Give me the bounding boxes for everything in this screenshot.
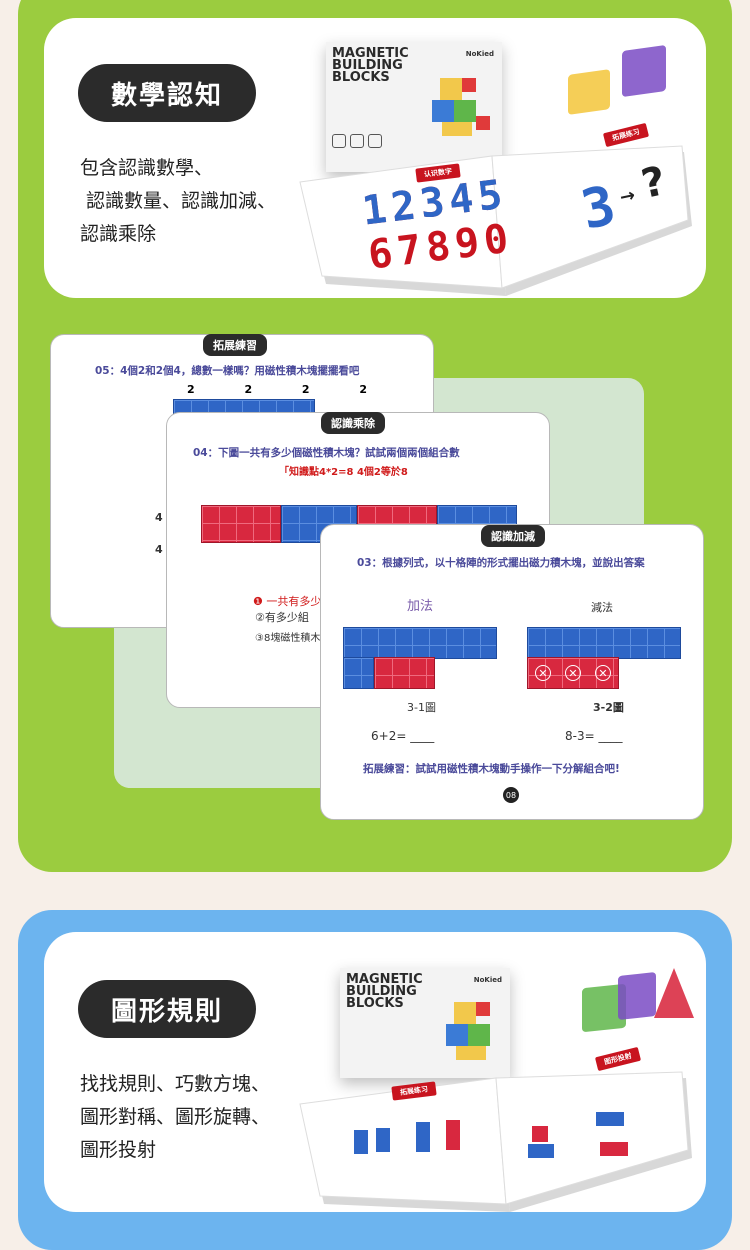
parrot-blocks-icon bbox=[446, 1002, 490, 1060]
figure-caption: 3-2圖 bbox=[593, 701, 624, 714]
worksheet-hint: 「知識點4*2=8 4個2等於8 bbox=[279, 467, 408, 478]
parrot-blocks-icon bbox=[432, 78, 490, 136]
shape-description: 找找規則、巧數方塊、 圖形對稱、圖形旋轉、 圖形投射 bbox=[80, 1068, 270, 1167]
worksheet-tag: 拓展練習 bbox=[203, 334, 267, 356]
shape-feature-card: 圖形規則 找找規則、巧數方塊、 圖形對稱、圖形旋轉、 圖形投射 MAGNETIC… bbox=[44, 932, 706, 1212]
shape-pill-label: 圖形規則 bbox=[78, 980, 256, 1038]
shape-book-illustration: MAGNETIC BUILDING BLOCKS NoKied bbox=[296, 948, 696, 1212]
math-book-illustration: MAGNETIC BUILDING BLOCKS NoKied bbox=[296, 36, 696, 298]
cover-title-line: BUILDING bbox=[346, 984, 417, 999]
row-label: 4 bbox=[155, 511, 163, 524]
math-pill-label: 數學認知 bbox=[78, 64, 256, 122]
brand-logo: NoKied bbox=[473, 976, 502, 984]
subtraction-label: 減法 bbox=[591, 601, 613, 614]
note-line: ②有多少組 bbox=[255, 611, 309, 624]
cover-badges bbox=[332, 134, 392, 156]
math-description: 包含認識數學、 認識數量、認識加減、 認識乘除 bbox=[80, 152, 276, 251]
cover-title-line: BUILDING bbox=[332, 58, 403, 73]
purple-cube-icon bbox=[618, 972, 656, 1020]
figure-caption: 3-1圖 bbox=[407, 701, 436, 714]
purple-cube-icon bbox=[622, 44, 666, 98]
worksheet-question: 05：4個2和2個4，總數一樣嗎？用磁性積木塊擺擺看吧 bbox=[95, 365, 360, 377]
shape-desc-line-1: 找找規則、巧數方塊、 bbox=[80, 1073, 271, 1095]
worksheet-footer: 拓展練習：試試用磁性積木塊動手操作一下分解組合吧! bbox=[363, 763, 620, 775]
note-line: ❶ 一共有多少 bbox=[253, 595, 322, 608]
remove-icon: ✕ bbox=[595, 665, 611, 681]
cover-title-line: MAGNETIC bbox=[346, 972, 423, 987]
tile-row bbox=[173, 399, 315, 415]
subtraction-tiles-bottom: ✕ ✕ ✕ bbox=[527, 657, 619, 689]
worksheet-tag: 認識乘除 bbox=[321, 412, 385, 434]
worksheet-addition-subtraction: 認識加減 03：根據列式，以十格陣的形式擺出磁力積木塊，並說出答案 加法 減法 … bbox=[320, 524, 704, 820]
equation-subtraction: 8-3= ____ bbox=[565, 729, 623, 743]
worksheet-tag: 認識加減 bbox=[481, 525, 545, 547]
equation-addition: 6+2= ____ bbox=[371, 729, 435, 743]
row-label: 4 bbox=[155, 543, 163, 556]
worksheet-question: 04：下圖一共有多少個磁性積木塊？試試兩個兩個組合數 bbox=[193, 447, 460, 459]
cover-title-line: BLOCKS bbox=[346, 996, 404, 1011]
remove-icon: ✕ bbox=[535, 665, 551, 681]
subtraction-tiles-top bbox=[527, 627, 681, 659]
shape-desc-line-2: 圖形對稱、圖形旋轉、 bbox=[80, 1106, 271, 1128]
addition-tiles-top bbox=[343, 627, 497, 659]
note-line: ③8塊磁性積木 bbox=[255, 633, 321, 644]
addition-tiles-bottom bbox=[343, 657, 435, 689]
worksheet-question: 03：根據列式，以十格陣的形式擺出磁力積木塊，並說出答案 bbox=[357, 557, 645, 569]
remove-icon: ✕ bbox=[565, 665, 581, 681]
math-feature-card: 數學認知 包含認識數學、 認識數量、認識加減、 認識乘除 MAGNETIC BU… bbox=[44, 18, 706, 298]
math-desc-line-3: 認識乘除 bbox=[80, 223, 157, 245]
book-cover: MAGNETIC BUILDING BLOCKS NoKied bbox=[326, 42, 502, 172]
brand-logo: NoKied bbox=[465, 50, 494, 58]
addition-label: 加法 bbox=[407, 599, 434, 614]
open-book-pages bbox=[299, 145, 692, 296]
cover-title-line: MAGNETIC bbox=[332, 46, 409, 61]
math-desc-line-1: 包含認識數學、 bbox=[80, 157, 214, 179]
shape-desc-line-3: 圖形投射 bbox=[80, 1139, 157, 1161]
red-pyramid-icon bbox=[654, 968, 694, 1018]
book-cover: MAGNETIC BUILDING BLOCKS NoKied bbox=[340, 968, 510, 1078]
math-desc-line-2: 認識數量、認識加減、 bbox=[80, 190, 277, 212]
cover-title-line: BLOCKS bbox=[332, 70, 390, 85]
page-number: 08 bbox=[503, 787, 519, 803]
